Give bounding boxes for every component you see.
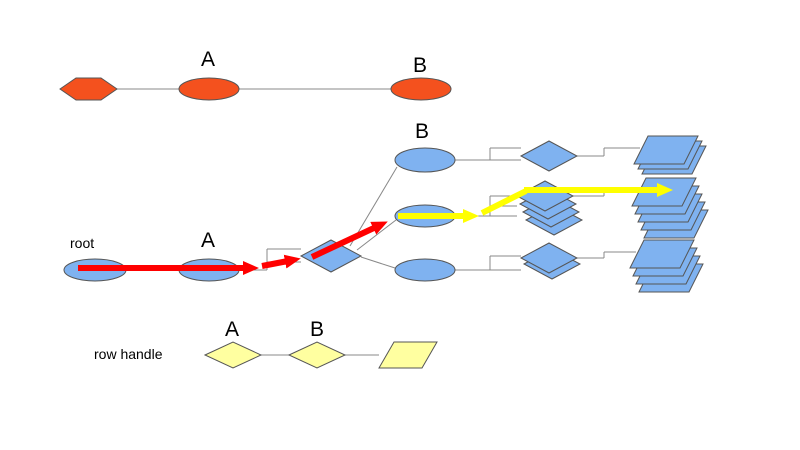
row-handle-diamond-a [203,341,263,369]
branch-diamond-node [299,239,363,273]
red-arrow-segment [261,254,301,269]
blue-node-b-top [394,147,456,173]
root-label: root [70,235,94,251]
orange-node-b [390,77,452,101]
edge-line [360,256,396,269]
diamond-node-top [519,140,579,172]
bottom-label-b: B [310,318,324,341]
hexagon-start-node [59,77,118,101]
red-traversal-path [78,221,388,275]
parallelogram-stack-bottom [629,239,704,293]
orange-node-a [178,77,240,101]
row-handle-chain: row handle A B [94,318,438,369]
blue-instance-tree: root A B [63,120,709,293]
top-label-a: A [201,48,215,71]
top-label-b: B [413,54,427,77]
blue-node-b-bottom [394,258,456,282]
tree-label-a: A [201,229,215,252]
bottom-label-a: A [225,318,239,341]
yellow-traversal-path [398,183,673,223]
parallelogram-stack-top [633,135,707,175]
orange-schema-chain: A B [59,48,452,101]
red-arrow-segment [310,221,388,260]
row-handle-diamond-b [287,341,347,369]
parallelogram-node [633,135,699,165]
tree-label-b: B [415,120,429,143]
diamond-node [519,242,579,274]
diamond-stack-bottom [519,242,582,280]
edge-line [356,219,397,251]
row-handle-parallelogram [378,341,438,369]
parallelogram-node [629,239,695,269]
row-handle-caption: row handle [94,346,163,362]
yellow-arrow-segment [480,188,528,216]
diamond-group-top [519,140,579,172]
